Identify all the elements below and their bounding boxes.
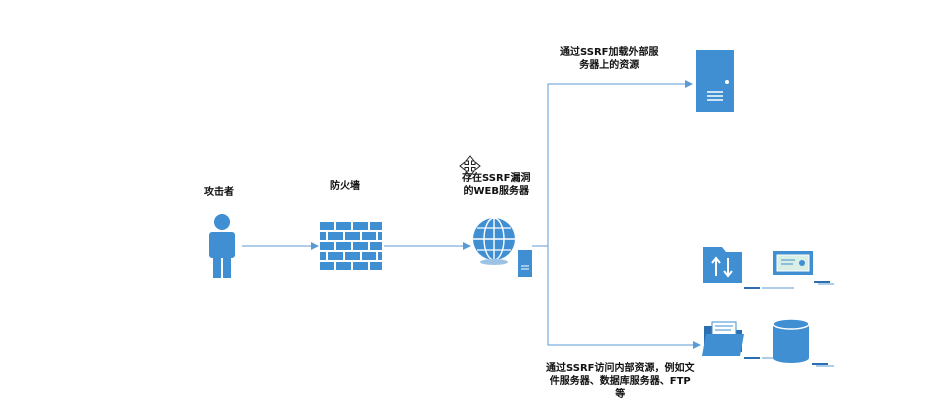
certificate-icon <box>773 251 834 285</box>
database-icon <box>772 318 834 367</box>
globe-server-icon <box>473 217 532 277</box>
person-icon <box>209 214 235 278</box>
web-server-label-line2: 的WEB服务器 <box>463 186 529 197</box>
internal-resources-label-line1: 通过SSRF访问内部资源，例如文 <box>546 363 695 374</box>
server-tower-icon <box>696 50 734 112</box>
external-server-label: 通过SSRF加载外部服 务器上的资源 <box>560 46 659 72</box>
brick-wall-icon <box>320 222 382 270</box>
move-cursor-icon <box>459 155 481 177</box>
arrow-to-internal-resources <box>547 246 701 349</box>
firewall-label: 防火墙 <box>330 181 360 192</box>
web-server-label: 存在SSRF漏洞 的WEB服务器 <box>462 172 531 198</box>
external-server-label-line1: 通过SSRF加载外部服 <box>560 47 659 58</box>
web-server-label-line1: 存在SSRF漏洞 <box>462 173 531 184</box>
internal-resources-label: 通过SSRF访问内部资源，例如文 件服务器、数据库服务器、FTP 等 <box>546 362 695 401</box>
ftp-folder-icon <box>703 247 794 289</box>
file-folder-icon <box>702 321 794 359</box>
connectors <box>242 80 701 349</box>
internal-resources-label-line2: 件服务器、数据库服务器、FTP <box>549 376 691 387</box>
attacker-label: 攻击者 <box>204 187 234 198</box>
internal-resources-label-line3: 等 <box>615 389 626 400</box>
external-server-label-line2: 务器上的资源 <box>579 60 640 71</box>
arrow-to-external-server <box>547 80 693 246</box>
